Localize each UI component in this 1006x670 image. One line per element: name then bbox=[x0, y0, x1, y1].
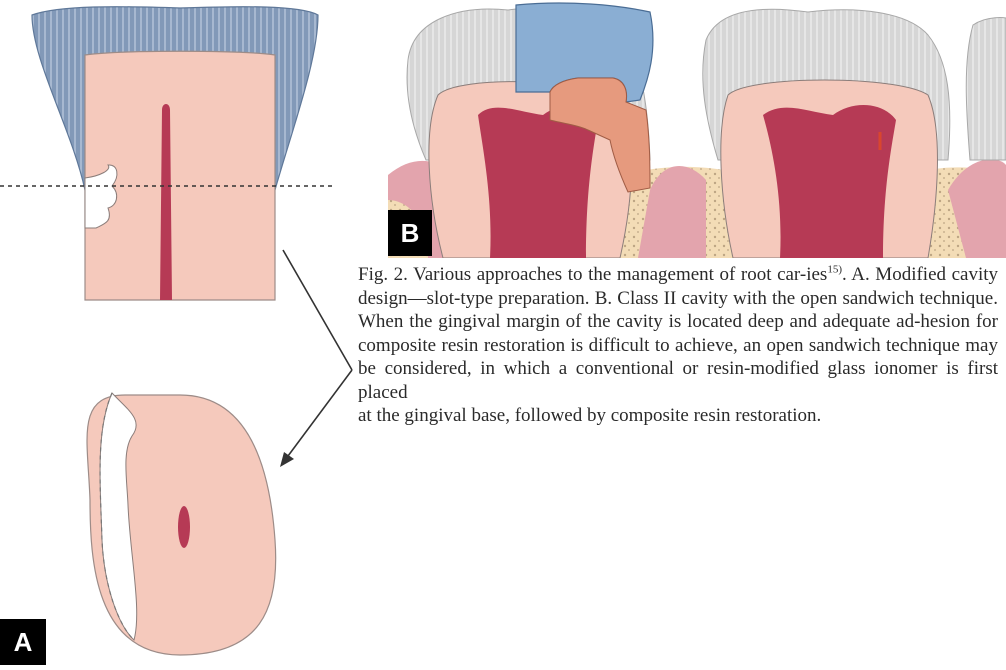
root-canal bbox=[160, 104, 172, 300]
root-slot-preparation-illustration bbox=[0, 0, 380, 665]
panel-a-label: A bbox=[0, 619, 46, 665]
caption-last-line: at the gingival base, followed by compos… bbox=[358, 404, 998, 428]
figure-panel-b: B bbox=[388, 0, 1006, 258]
right-tooth-pulp bbox=[763, 105, 896, 258]
figure-caption: Fig. 2. Various approaches to the manage… bbox=[358, 263, 998, 428]
canal-cross-section bbox=[178, 506, 190, 548]
caption-body: Fig. 2. Various approaches to the manage… bbox=[358, 263, 998, 404]
left-tooth-pulp bbox=[478, 105, 598, 258]
section-arrow bbox=[283, 250, 352, 370]
figure-panel-a: A bbox=[0, 0, 380, 665]
open-sandwich-illustration bbox=[388, 0, 1006, 258]
arrow-head bbox=[280, 452, 294, 467]
panel-b-label: B bbox=[388, 210, 432, 256]
caption-part1: Fig. 2. Various approaches to the manage… bbox=[358, 264, 827, 285]
caption-reference: 15) bbox=[827, 264, 842, 276]
